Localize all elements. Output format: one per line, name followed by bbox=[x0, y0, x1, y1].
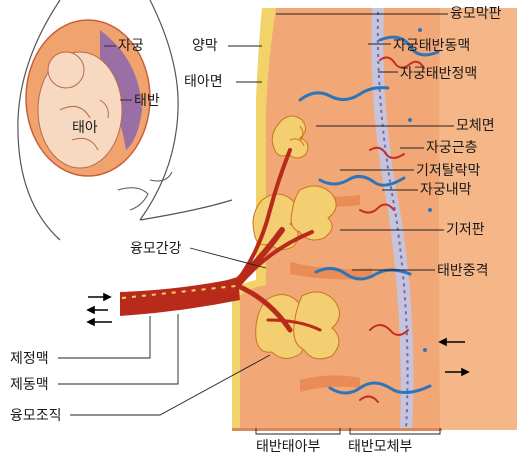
fetus-inset bbox=[18, 0, 232, 240]
bottom-edge bbox=[232, 428, 442, 431]
label-amnion: 양막 bbox=[192, 38, 218, 54]
label-uteroplacental-artery: 자궁태반동맥 bbox=[393, 38, 470, 54]
label-villous-tissue: 융모조직 bbox=[10, 408, 62, 424]
umbilical-cord bbox=[120, 278, 240, 316]
fetus-head bbox=[48, 52, 84, 88]
label-placental-septum: 태반중격 bbox=[437, 263, 489, 279]
label-basal-plate: 기저판 bbox=[446, 222, 485, 238]
label-fetus: 태아 bbox=[72, 120, 98, 136]
label-endometrium: 자궁내막 bbox=[420, 182, 472, 198]
label-umbilical-artery: 제동맥 bbox=[10, 377, 49, 393]
label-umbilical-vein: 제정맥 bbox=[10, 351, 49, 367]
label-maternal-surface: 모체면 bbox=[456, 118, 495, 134]
label-fetal-surface: 태아면 bbox=[184, 74, 223, 90]
label-decidua-basalis: 기저탈락막 bbox=[416, 163, 481, 179]
label-maternal-part: 태반모체부 bbox=[348, 439, 413, 455]
label-myometrium: 자궁근층 bbox=[426, 140, 478, 156]
label-uterus: 자궁 bbox=[118, 38, 144, 54]
label-placenta: 태반 bbox=[134, 93, 160, 109]
label-chorionic-plate: 융모막판 bbox=[450, 6, 502, 22]
label-fetal-part: 태반태아부 bbox=[256, 439, 321, 455]
label-uteroplacental-vein: 자궁태반정맥 bbox=[400, 66, 477, 82]
label-intervillous-space: 융모간강 bbox=[130, 241, 182, 257]
